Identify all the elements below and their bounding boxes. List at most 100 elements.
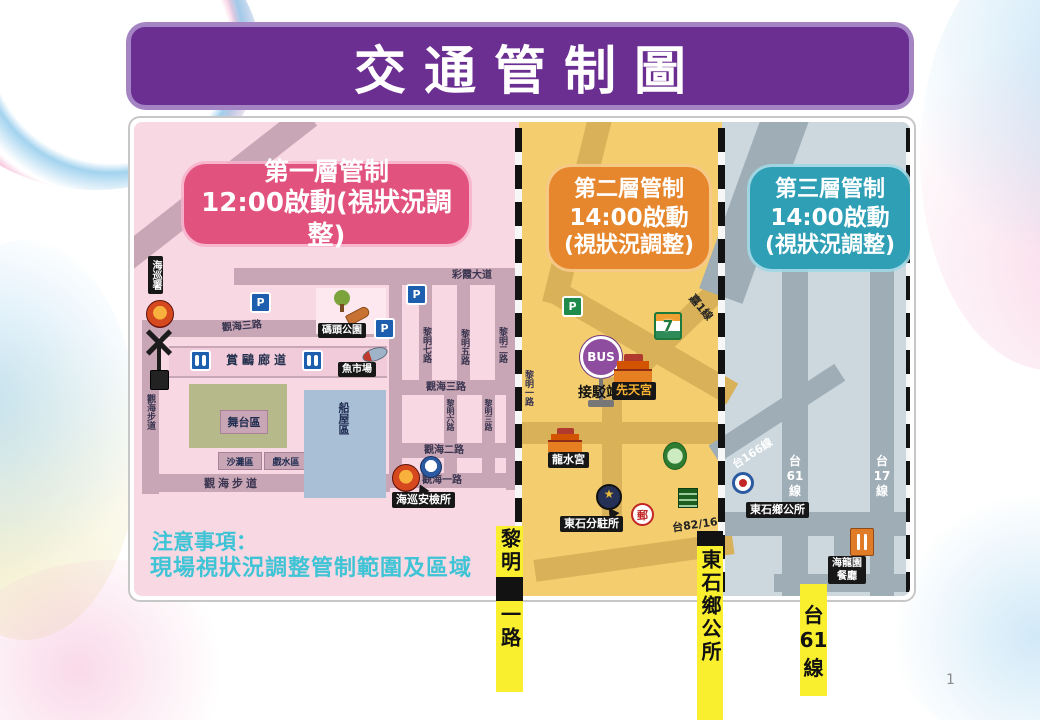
tree-icon [334,290,350,312]
road-61-label: 台 61 線 [785,454,805,499]
road-grid-vertical [419,285,432,380]
road-tai61 [782,250,808,596]
title-banner-inner: 交通管制圖 [131,27,909,105]
road-grid-vertical [482,395,495,443]
street-label-caixia: 彩霞大道 [452,270,492,281]
water-play-label: 戲水區 [272,457,300,468]
beach-area-label: 沙灘區 [226,457,254,468]
post-office-icon: 郵 [631,503,654,526]
bus-sign-text: BUS [587,350,615,364]
stage-area-box: 舞台區 [220,410,268,434]
parking-letter: P [412,288,421,301]
zone3-header-line3: (視狀況調整) [764,233,896,259]
road-guanhai1 [389,473,519,488]
road-guanhai2 [389,443,519,458]
restaurant-label: 海龍園 餐廳 [828,556,866,584]
post-glyph: 郵 [637,508,648,522]
zone1-header: 第一層管制 12:00啟動(視狀況調整) [184,157,469,251]
road-61-part: 台 [788,454,801,468]
township-office-label: 東石鄉公所 [746,502,809,519]
longshui-temple-label: 龍水宮 [548,452,589,469]
xiantian-temple-label: 先天宮 [612,382,657,400]
seven-eleven-number: 7 [662,317,674,335]
zone-boundary-1 [515,128,522,592]
event-emblem-icon [146,300,174,328]
beach-area-box: 沙灘區 [218,452,262,470]
traffic-control-map: 彩霞大道 觀海三路 賞鷗廊道 觀海步道 觀海步道 黎明七路 黎明五路 黎明二路 … [128,116,916,602]
toilet-icon [302,350,323,371]
windmill-icon [142,326,176,372]
township-emblem-icon [732,472,754,494]
zone2-header-line2: 14:00啟動 [569,204,689,231]
road-17-part: 台 [875,454,888,468]
shuttle-station-label: 接駁站 [578,385,620,401]
stage-area-label: 舞台區 [227,416,261,429]
road-17-part: 17 [873,469,891,483]
zone-boundary-right [906,128,910,592]
street-label-liming5: 黎明五路 [459,329,469,365]
road-caixia-blvd [234,268,519,285]
toilet-icon [190,350,211,371]
temple-icon [548,428,582,452]
zone2-header-line1: 第二層管制 [573,177,684,203]
walkway-left-label: 觀海步道 [145,394,155,430]
temple-icon [614,354,652,382]
police-badge-icon [596,484,622,510]
zone3-header-line2: 14:00啟動 [770,204,890,231]
parking-green-icon: P [562,296,583,317]
street-label-liming3: 黎明三路 [484,399,493,431]
street-label-guanhai1: 觀海一路 [422,475,462,486]
street-label-liming7: 黎明七路 [421,327,431,363]
note-heading: 注意事項： [152,530,257,554]
road-grid-vertical [495,285,508,380]
road-17-label: 台 17 線 [872,454,892,499]
zone-boundary-2 [718,128,725,592]
road-61-part: 線 [788,484,801,498]
zone1-header-line1: 第一層管制 [263,156,389,186]
road-grid-vertical [457,285,470,380]
road-grid-vertical [444,395,457,443]
pier-park-label: 碼頭公園 [318,323,366,338]
callout-liming1-road: 黎明 一路 [496,526,523,692]
zone1-header-line2: 12:00啟動(視狀況調整) [201,188,452,251]
zone3-header-line1: 第三層管制 [774,177,885,203]
boundary-dash-segment [496,577,523,601]
restaurant-label-line1: 海龍園 [832,558,862,569]
road-grid-vertical [482,458,495,473]
note-body: 現場視狀況調整管制範圍及區域 [150,556,473,581]
seven-eleven-icon: 7 [654,312,682,340]
callout-text: 台 [803,603,824,627]
callout-text: 一路 [497,604,522,650]
road-tai17 [870,250,894,596]
zone2-header-line3: (視狀況調整) [563,233,695,259]
coast-guard-label: 海巡署 [148,256,163,294]
parking-icon: P [374,318,395,339]
street-label-guanhai3-right: 觀海三路 [426,382,466,393]
road-17-part: 線 [875,484,888,498]
fish-market-label: 魚市場 [338,362,376,377]
boathouse-label: 船屋區 [337,402,350,435]
background-decoration [920,0,1040,370]
small-sign-icon [150,370,169,390]
restaurant-label-line2: 餐廳 [837,571,857,582]
landmark-building-icon [678,488,698,508]
gull-corridor-label: 賞鷗廊道 [226,353,291,367]
bus-sign-base [588,400,614,407]
bus-stop-sign: BUS [580,336,622,407]
title-banner: 交通管制圖 [126,22,914,110]
callout-text: 黎明 [497,528,522,574]
parking-icon: P [406,284,427,305]
restaurant-icon [850,528,874,556]
coastguard-emblem-icon [420,456,442,478]
road-guanhai3-right [389,380,519,395]
water-play-box: 戲水區 [264,452,308,470]
event-emblem-icon [392,464,420,492]
parking-icon: P [250,292,271,313]
page-number: 1 [946,672,955,688]
map-canvas: 彩霞大道 觀海三路 賞鷗廊道 觀海步道 觀海步道 黎明七路 黎明五路 黎明二路 … [134,122,910,596]
bus-sign-icon: BUS [580,336,622,378]
landmark-green-icon [663,442,687,470]
bus-sign-pole [599,378,603,400]
street-label-liming1: 黎明一路 [523,370,533,406]
